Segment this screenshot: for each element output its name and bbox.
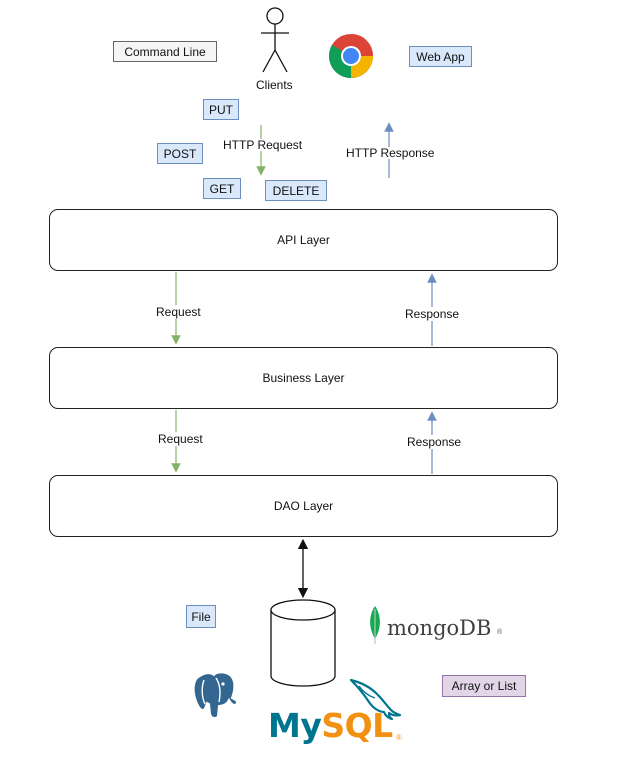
- mongodb-leaf-icon: [370, 606, 380, 644]
- request-label-2: Request: [157, 432, 204, 446]
- business-layer-label: Business Layer: [262, 371, 345, 385]
- get-method-tag: GET: [203, 178, 241, 199]
- mongodb-registered-mark: ®: [497, 629, 503, 636]
- response-label-2: Response: [406, 435, 463, 449]
- delete-method-tag: DELETE: [265, 180, 327, 201]
- request-label-1: Request: [155, 305, 202, 319]
- mysql-wordmark-text: MySQL: [268, 706, 393, 745]
- mysql-registered-mark: ®: [396, 733, 402, 742]
- mysql-wordmark-color-overlay: [268, 709, 408, 753]
- file-tag: File: [186, 605, 216, 628]
- web-app-tag: Web App: [409, 46, 472, 67]
- http-request-label: HTTP Request: [222, 138, 304, 152]
- dao-layer: DAO Layer: [49, 475, 558, 537]
- business-layer: Business Layer: [49, 347, 558, 409]
- mysql-dolphin-icon: [349, 678, 402, 720]
- array-or-list-tag: Array or List: [442, 675, 526, 697]
- chrome-icon: [329, 34, 373, 78]
- stick-figure-icon: [261, 7, 289, 73]
- response-label-1: Response: [404, 307, 461, 321]
- database-cylinder-icon: [270, 599, 336, 687]
- mysql-wordmark: MySQL: [268, 709, 393, 742]
- postgresql-elephant-icon: [192, 671, 239, 720]
- clients-label: Clients: [256, 78, 293, 92]
- mongodb-wordmark: mongoDB: [387, 616, 492, 640]
- dao-layer-label: DAO Layer: [273, 499, 334, 513]
- api-layer-label: API Layer: [277, 233, 330, 247]
- command-line-tag: Command Line: [113, 41, 217, 62]
- put-method-tag: PUT: [203, 99, 239, 120]
- http-response-label: HTTP Response: [345, 146, 436, 160]
- api-layer: API Layer: [49, 209, 558, 271]
- post-method-tag: POST: [157, 143, 203, 164]
